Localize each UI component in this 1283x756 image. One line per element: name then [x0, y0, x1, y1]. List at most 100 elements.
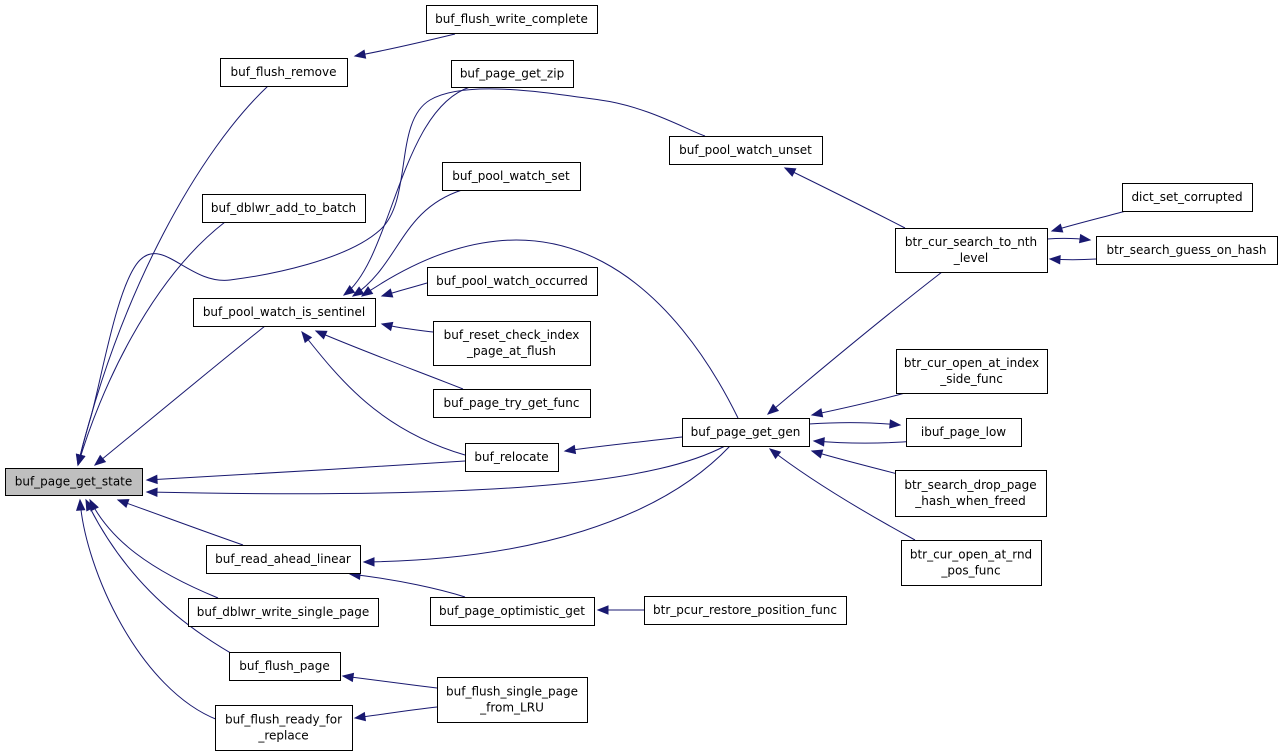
- edge-line: [767, 271, 943, 415]
- arrow-head-icon: [810, 449, 824, 459]
- node-buf_pool_watch_occurred[interactable]: buf_pool_watch_occurred: [427, 267, 598, 296]
- node-buf_page_get_state[interactable]: buf_page_get_state: [5, 468, 143, 496]
- edge-buf_flush_write_complete-to-buf_flush_remove: [353, 33, 456, 59]
- edge-line: [117, 499, 244, 546]
- node-buf_relocate[interactable]: buf_relocate: [465, 443, 559, 472]
- arrow-head-icon: [766, 403, 780, 415]
- arrow-head-icon: [889, 419, 902, 429]
- edge-btr_cur_search_to_nth_level-to-buf_page_get_gen: [766, 271, 943, 415]
- edge-line: [85, 499, 244, 661]
- node-box: [193, 298, 376, 327]
- edges-layer: [75, 33, 1127, 722]
- edge-dict_set_corrupted-to-btr_cur_search_to_nth_level: [1050, 210, 1127, 233]
- node-buf_page_optimistic_get[interactable]: buf_page_optimistic_get: [430, 597, 595, 626]
- node-buf_read_ahead_linear[interactable]: buf_read_ahead_linear: [206, 545, 361, 574]
- edge-line: [354, 33, 456, 57]
- node-label: btr_search_guess_on_hash: [1107, 243, 1267, 257]
- edge-buf_page_try_get_func-to-buf_pool_watch_is_sentinel: [314, 330, 464, 390]
- edge-line: [808, 422, 901, 426]
- node-label: buf_pool_watch_occurred: [436, 274, 588, 288]
- node-label: dict_set_corrupted: [1131, 190, 1242, 204]
- node-btr_search_drop_page_hash_when_freed[interactable]: btr_search_drop_page_hash_when_freed: [895, 470, 1047, 517]
- node-buf_page_get_gen[interactable]: buf_page_get_gen: [682, 418, 810, 447]
- edge-btr_pcur_restore_position_func-to-buf_page_optimistic_get: [596, 605, 644, 615]
- node-box: [669, 136, 823, 165]
- node-buf_page_try_get_func[interactable]: buf_page_try_get_func: [433, 389, 591, 418]
- edge-buf_pool_watch_occurred-to-buf_pool_watch_is_sentinel: [380, 282, 428, 298]
- node-label: _page_at_flush: [466, 344, 556, 358]
- node-box: [430, 597, 595, 626]
- node-buf_flush_write_complete[interactable]: buf_flush_write_complete: [426, 5, 598, 34]
- node-label: buf_page_try_get_func: [444, 396, 580, 410]
- node-label: _hash_when_freed: [914, 494, 1026, 508]
- arrow-head-icon: [116, 499, 130, 508]
- node-buf_flush_single_page_from_LRU[interactable]: buf_flush_single_page_from_LRU: [437, 677, 588, 723]
- edge-line: [301, 331, 466, 456]
- edge-line: [784, 167, 906, 229]
- node-buf_flush_ready_for_replace[interactable]: buf_flush_ready_for_replace: [215, 705, 353, 751]
- node-label: btr_cur_open_at_index: [904, 356, 1039, 370]
- node-label: buf_flush_page: [239, 659, 329, 673]
- node-label: buf_reset_check_index: [444, 328, 580, 342]
- node-box: [442, 162, 581, 191]
- node-btr_cur_open_at_index_side_func[interactable]: btr_cur_open_at_index_side_func: [896, 349, 1048, 394]
- edge-line: [361, 239, 739, 419]
- node-label: buf_pool_watch_is_sentinel: [203, 305, 365, 319]
- node-btr_cur_open_at_rnd_pos_func[interactable]: btr_cur_open_at_rnd_pos_func: [901, 540, 1042, 586]
- edge-line: [811, 392, 906, 416]
- node-buf_pool_watch_unset[interactable]: buf_pool_watch_unset: [669, 136, 823, 165]
- node-buf_pool_watch_is_sentinel[interactable]: buf_pool_watch_is_sentinel: [193, 298, 376, 327]
- arrow-head-icon: [93, 454, 107, 466]
- edge-btr_cur_search_to_nth_level-to-buf_pool_watch_unset: [783, 167, 906, 229]
- edge-buf_relocate-to-buf_page_get_state: [145, 460, 466, 485]
- node-buf_flush_page[interactable]: buf_flush_page: [229, 652, 341, 681]
- node-box: [896, 349, 1048, 394]
- node-box: [433, 389, 591, 418]
- node-box: [188, 598, 379, 627]
- node-buf_pool_watch_set[interactable]: buf_pool_watch_set: [442, 162, 581, 191]
- node-box: [682, 418, 810, 447]
- node-label: buf_page_get_state: [15, 475, 133, 489]
- node-buf_reset_check_index_page_at_flush[interactable]: buf_reset_check_index _page_at_flush: [433, 321, 591, 366]
- node-btr_pcur_restore_position_func[interactable]: btr_pcur_restore_position_func: [644, 596, 847, 625]
- node-label: _level: [953, 251, 989, 265]
- edge-line: [77, 88, 706, 466]
- edge-buf_page_get_gen-to-buf_relocate: [563, 436, 683, 455]
- arrow-head-icon: [75, 498, 86, 511]
- node-box: [451, 60, 574, 88]
- node-buf_page_get_zip[interactable]: buf_page_get_zip: [451, 60, 574, 88]
- node-label: btr_cur_open_at_rnd: [910, 548, 1032, 562]
- node-ibuf_page_low[interactable]: ibuf_page_low: [906, 418, 1022, 447]
- node-dict_set_corrupted[interactable]: dict_set_corrupted: [1122, 183, 1253, 212]
- edge-line: [349, 573, 466, 598]
- node-label: buf_page_get_zip: [460, 67, 564, 81]
- node-label: btr_pcur_restore_position_func: [653, 603, 837, 617]
- arrow-head-icon: [1050, 223, 1064, 233]
- node-box: [426, 5, 598, 34]
- edge-line: [146, 460, 466, 481]
- node-btr_search_guess_on_hash[interactable]: btr_search_guess_on_hash: [1096, 236, 1278, 265]
- node-btr_cur_search_to_nth_level[interactable]: btr_cur_search_to_nth_level: [895, 228, 1048, 273]
- node-label: buf_flush_single_page: [446, 685, 578, 699]
- nodes-layer: buf_page_get_state buf_flush_write_comple…: [5, 5, 1278, 751]
- arrow-head-icon: [341, 672, 355, 683]
- node-buf_dblwr_add_to_batch[interactable]: buf_dblwr_add_to_batch: [202, 194, 366, 223]
- arrow-head-icon: [1079, 233, 1092, 244]
- node-buf_dblwr_write_single_page[interactable]: buf_dblwr_write_single_page: [188, 598, 379, 627]
- node-label: buf_page_get_gen: [691, 425, 801, 439]
- edge-buf_flush_single_page_from_LRU-to-buf_flush_page: [341, 672, 438, 689]
- arrow-head-icon: [145, 474, 158, 485]
- arrow-head-icon: [596, 605, 609, 615]
- node-box: [5, 468, 143, 496]
- arrow-head-icon: [353, 711, 366, 722]
- arrow-head-icon: [380, 288, 394, 298]
- edge-line: [315, 330, 464, 390]
- edge-line: [352, 189, 463, 297]
- node-box: [427, 267, 598, 296]
- node-box: [644, 596, 847, 625]
- arrow-head-icon: [314, 330, 328, 340]
- node-label: buf_relocate: [474, 450, 548, 464]
- node-buf_flush_remove[interactable]: buf_flush_remove: [220, 58, 348, 87]
- node-label: buf_flush_remove: [230, 65, 336, 79]
